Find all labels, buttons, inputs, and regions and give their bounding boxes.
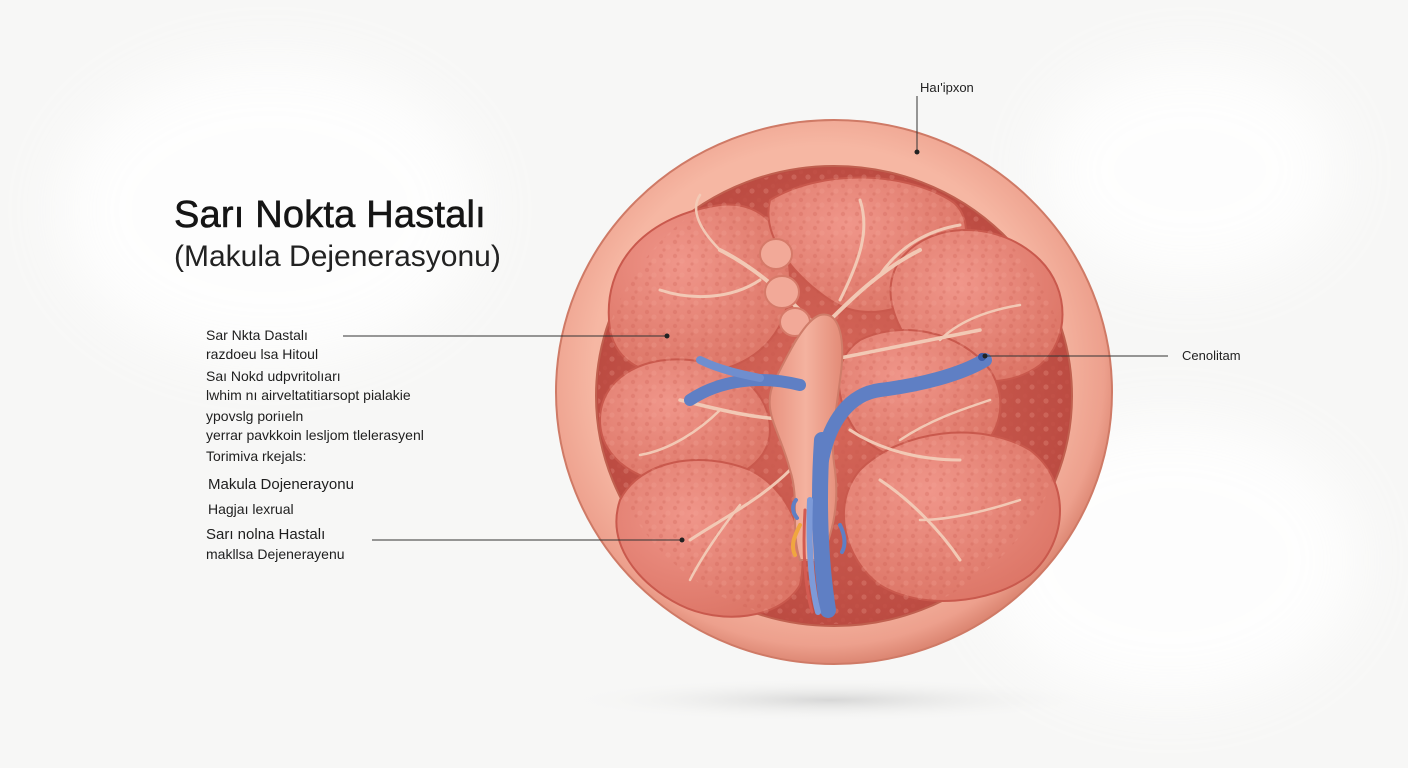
- vein-main: [812, 432, 836, 618]
- note-line: Makula Dojenerayonu: [208, 476, 354, 493]
- callout-label-right: Cenolitam: [1182, 348, 1241, 363]
- diagram-title: Sarı Nokta Hastalı: [174, 194, 486, 237]
- leader-dots: [664, 149, 988, 543]
- vein-inner: [806, 497, 821, 615]
- note-line: Sarı nolna Hastalı: [206, 526, 326, 543]
- background-blob: [60, 60, 480, 360]
- artery-red: [802, 508, 814, 614]
- note-line: Sar Nkta Dastalı: [206, 327, 308, 343]
- nodule: [759, 238, 793, 270]
- callout-label-top: Haı'ipxon: [920, 80, 974, 95]
- note-line: makllsa Dejenerayenu: [206, 546, 345, 562]
- vessel-base-branches: [790, 498, 847, 557]
- note-line: Saı Nokd udpvritolıarı: [206, 368, 341, 384]
- leader-lines: [343, 96, 1168, 541]
- note-line: yerrar pavkkoin lesljom tlelerasyenl: [206, 427, 424, 443]
- vein-left-branch: [696, 356, 764, 382]
- diagram-shadow: [560, 678, 1100, 722]
- vein-right: [815, 353, 992, 467]
- note-line: Hagjaı lexrual: [208, 501, 294, 517]
- note-line: Torimiva rkejals:: [206, 448, 307, 464]
- nodule: [764, 275, 800, 309]
- note-line: razdoeu lsa Hitoul: [206, 346, 319, 362]
- blue-veins: [684, 353, 992, 618]
- note-line: ypovslg poriıeln: [206, 408, 304, 424]
- vein-left: [684, 374, 806, 406]
- background-blob: [1040, 60, 1340, 280]
- nodules: [759, 238, 819, 358]
- tissue-lobes: [598, 168, 1070, 624]
- diagram-subtitle: (Makula Dejenerasyonu): [174, 240, 501, 273]
- note-line: lwhim nı airveltatitiarsopt pialakie: [206, 387, 411, 403]
